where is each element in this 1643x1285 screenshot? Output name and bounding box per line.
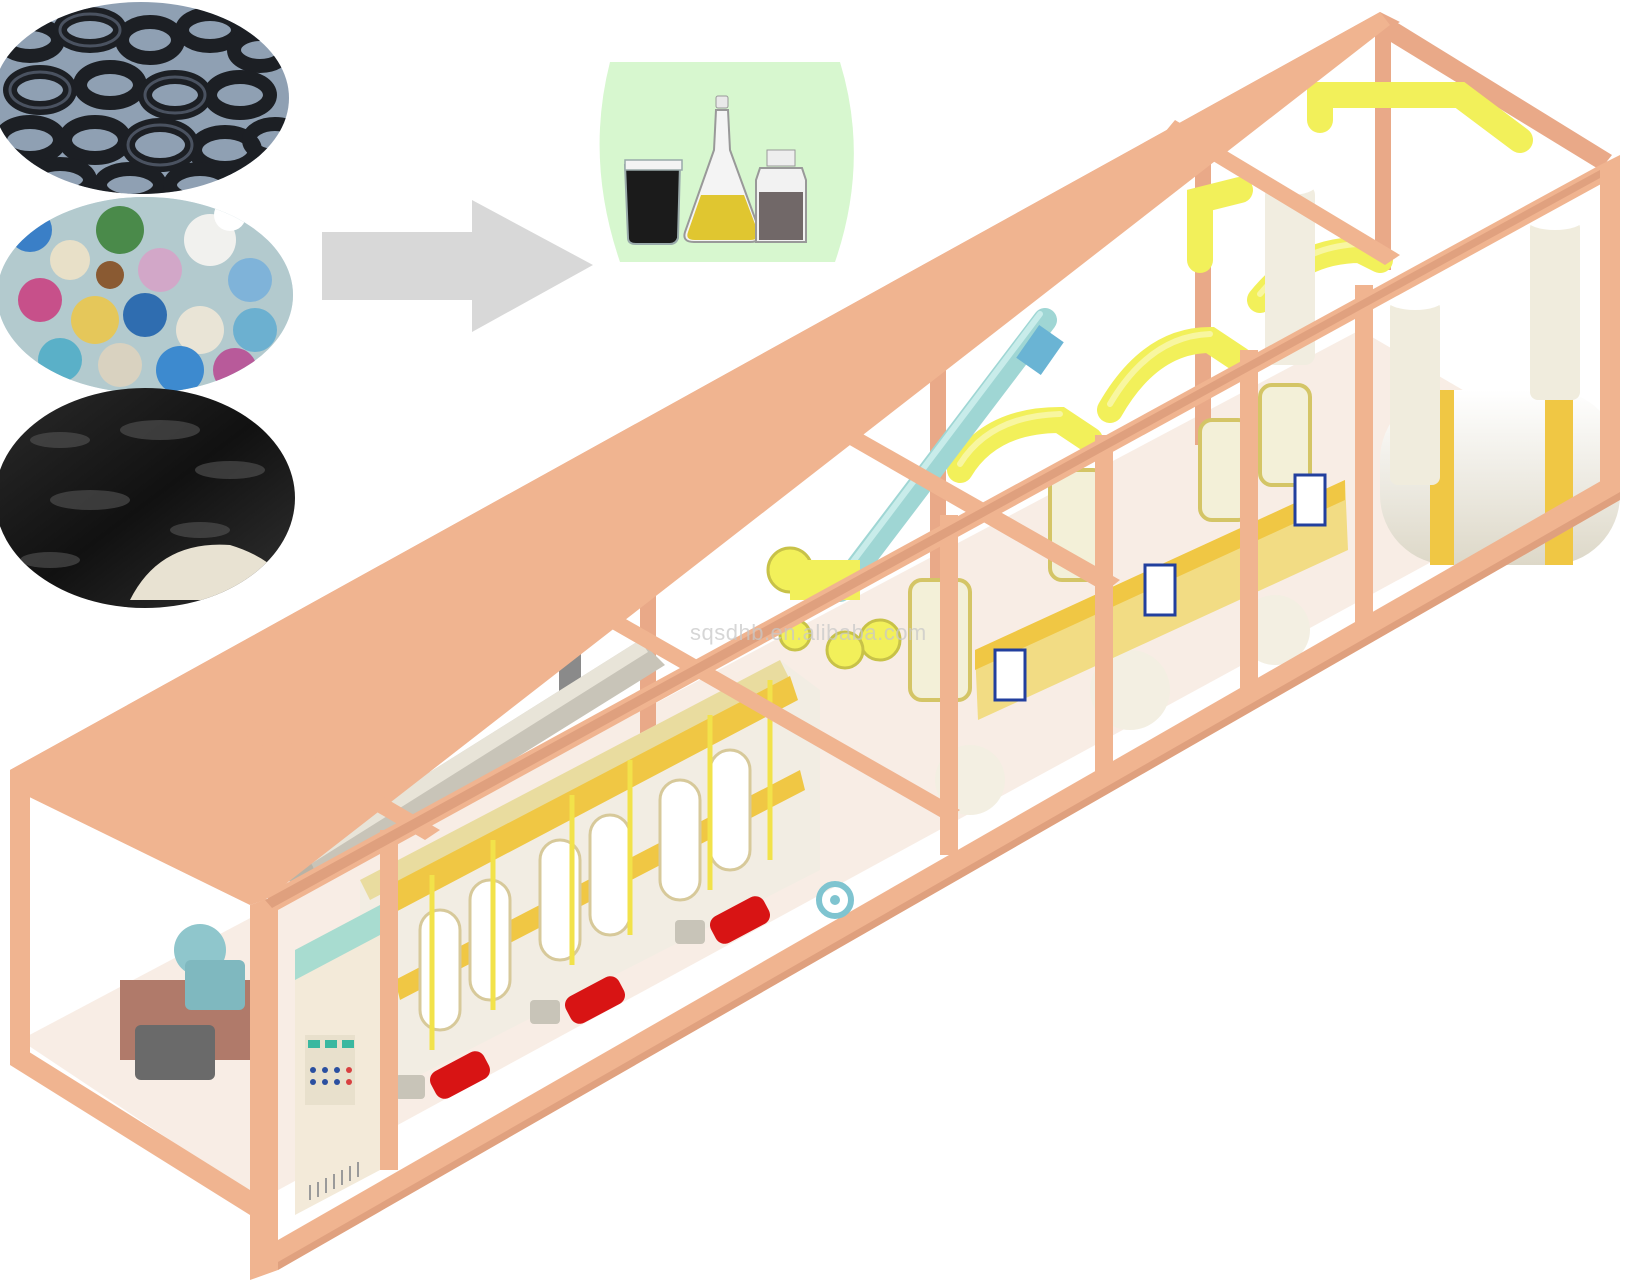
reactor-furnace xyxy=(360,660,820,1080)
thermocouple-lines xyxy=(429,680,773,1050)
waste-plastic-photo xyxy=(0,197,293,393)
burner xyxy=(429,896,771,1099)
fuel-oil-beaker xyxy=(623,159,683,245)
watermark: sqsdhb.en.alibaba.com xyxy=(690,620,927,645)
oil-sludge-photo xyxy=(0,388,295,608)
feeding-motor xyxy=(120,924,260,1080)
valve-wheel-icon xyxy=(816,881,854,919)
teal-feed-pipe xyxy=(828,308,1064,602)
waste-tires-photo xyxy=(0,2,289,194)
pyrolysis-plant-machine xyxy=(10,12,1620,1280)
output-products xyxy=(599,62,854,262)
burner-units xyxy=(395,896,771,1099)
process-arrow xyxy=(322,200,593,332)
control-cabinet xyxy=(295,905,380,1215)
diesel-bottle xyxy=(755,149,807,243)
